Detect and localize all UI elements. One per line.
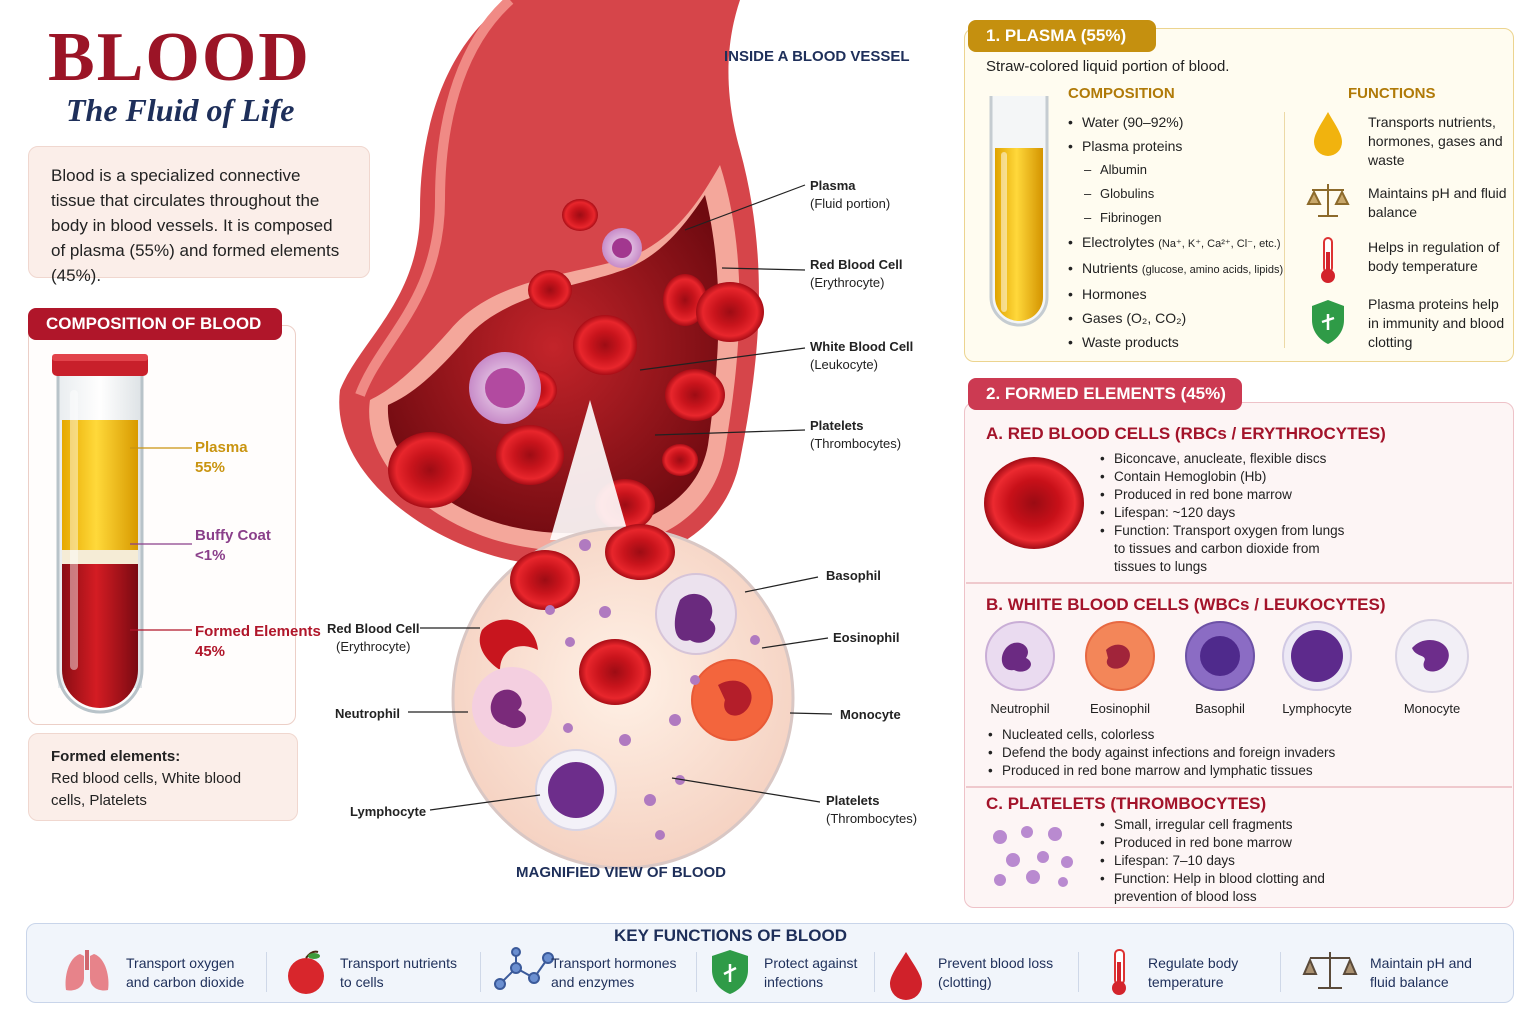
lungs-icon	[65, 950, 109, 991]
platelets-points: Small, irregular cell fragments Produced…	[1098, 816, 1358, 906]
key-sep-2	[480, 952, 481, 992]
comp-water: Water (90–92%)	[1066, 110, 1286, 134]
plasma-function-3: Helps in regulation of body temperature	[1368, 239, 1500, 274]
eosinophil-icon	[1085, 621, 1155, 691]
blood-drop-icon	[890, 952, 922, 1000]
comp-globulins: Globulins	[1066, 182, 1286, 206]
composition-title: COMPOSITION OF BLOOD	[28, 308, 282, 340]
shield-icon	[1312, 300, 1344, 344]
plasma-composition-list: Water (90–92%) Plasma proteins Albumin G…	[1066, 110, 1286, 354]
vessel-label-wbc: White Blood Cell(Leukocyte)	[810, 339, 914, 372]
key-function-2: Transport nutrients to cells	[340, 955, 457, 990]
comp-hormones: Hormones	[1066, 282, 1286, 306]
mag-label-lymphocyte: Lymphocyte	[350, 804, 427, 819]
wbc-points: Nucleated cells, colorless Defend the bo…	[986, 726, 1486, 780]
thermometer-icon	[1321, 237, 1335, 283]
vessel-white-cells	[469, 228, 642, 424]
tube-leader-lines	[130, 447, 192, 631]
key-function-4: Protect against infections	[764, 955, 858, 990]
comp-albumin: Albumin	[1066, 158, 1286, 182]
key-function-icons	[65, 947, 1358, 1000]
key-function-3: Transport hormones and enzymes	[551, 955, 677, 990]
mag-label-rbc: Red Blood Cell(Erythrocyte)	[327, 621, 420, 654]
plasma-composition-head: COMPOSITION	[1068, 85, 1175, 102]
wbc-label-eosinophil: Eosinophil	[1090, 701, 1150, 716]
magnified-title: MAGNIFIED VIEW OF BLOOD	[516, 864, 726, 881]
key-function-7: Maintain pH and fluid balance	[1370, 955, 1472, 990]
formed-divider-1	[966, 582, 1512, 584]
mag-label-monocyte: Monocyte	[840, 707, 901, 722]
plasma-functions-head: FUNCTIONS	[1348, 85, 1436, 102]
apple-icon	[288, 950, 324, 994]
rbc-icon	[984, 457, 1084, 549]
plasma-divider	[1284, 112, 1285, 348]
page-subtitle: The Fluid of Life	[66, 92, 295, 128]
magnified-cells	[472, 524, 773, 831]
key-functions-title: KEY FUNCTIONS OF BLOOD	[614, 926, 847, 945]
blood-vessel-illustration	[339, 0, 795, 870]
mag-label-neutrophil: Neutrophil	[335, 706, 400, 721]
comp-fibrinogen: Fibrinogen	[1066, 206, 1286, 230]
wbc-label-lymphocyte: Lymphocyte	[1282, 701, 1352, 716]
plasma-title: 1. PLASMA (55%)	[968, 20, 1156, 52]
formed-elements-title: 2. FORMED ELEMENTS (45%)	[968, 378, 1242, 410]
monocyte-icon	[1395, 619, 1469, 693]
key-sep-4	[874, 952, 875, 992]
test-tube-illustration	[52, 354, 148, 714]
neutrophil-icon	[985, 621, 1055, 691]
scales-icon	[1306, 184, 1350, 217]
plasma-description: Straw-colored liquid portion of blood.	[986, 58, 1230, 75]
vessel-red-cells	[388, 199, 764, 531]
shield-icon	[712, 950, 748, 994]
wbc-label-neutrophil: Neutrophil	[990, 701, 1050, 716]
comp-nutrients: Nutrients (glucose, amino acids, lipids)	[1066, 256, 1286, 282]
mag-label-basophil: Basophil	[826, 568, 881, 583]
platelets-icon	[993, 826, 1073, 887]
wbc-label-basophil: Basophil	[1195, 701, 1245, 716]
comp-gases: Gases (O₂, CO₂)	[1066, 306, 1286, 330]
key-function-1: Transport oxygen and carbon dioxide	[126, 955, 245, 990]
key-sep-6	[1280, 952, 1281, 992]
mag-label-platelets: Platelets(Thrombocytes)	[826, 793, 918, 826]
plasma-function-1: Transports nutrients, hormones, gases an…	[1368, 114, 1503, 168]
plasma-tube-icon	[989, 96, 1049, 327]
drop-icon	[1314, 112, 1342, 156]
comp-proteins: Plasma proteins	[1066, 134, 1286, 158]
buffy-coat-label: Buffy Coat<1%	[195, 527, 271, 564]
formed-divider-2	[966, 786, 1512, 788]
key-sep-3	[696, 952, 697, 992]
plasma-function-4: Plasma proteins help in immunity and blo…	[1368, 296, 1505, 350]
formed-elements-box: Formed elements: Red blood cells, White …	[28, 733, 298, 821]
wbc-types-icons	[985, 619, 1469, 693]
key-functions-panel	[26, 923, 1514, 1003]
key-function-5: Prevent blood loss (clotting)	[938, 955, 1054, 990]
rbc-heading: A. RED BLOOD CELLS (RBCs / ERYTHROCYTES)	[986, 424, 1386, 443]
lymphocyte-icon	[1282, 621, 1352, 691]
key-function-6: Regulate body temperature	[1148, 955, 1239, 990]
intro-box: Blood is a specialized connective tissue…	[28, 146, 370, 285]
vessel-label-platelets: Platelets(Thrombocytes)	[810, 418, 902, 451]
key-sep-5	[1078, 952, 1079, 992]
wbc-heading: B. WHITE BLOOD CELLS (WBCs / LEUKOCYTES)	[986, 595, 1386, 614]
wbc-label-monocyte: Monocyte	[1403, 701, 1461, 716]
molecule-icon	[494, 947, 554, 990]
rbc-points: Biconcave, anucleate, flexible discs Con…	[1098, 450, 1358, 576]
basophil-icon	[1185, 621, 1255, 691]
vessel-title: INSIDE A BLOOD VESSEL	[724, 48, 910, 65]
vessel-label-rbc: Red Blood Cell(Erythrocyte)	[810, 257, 903, 290]
page-title: BLOOD	[48, 19, 311, 96]
scales-icon	[1302, 952, 1358, 989]
vessel-label-plasma: Plasma(Fluid portion)	[810, 178, 891, 211]
key-sep-1	[266, 952, 267, 992]
thermometer-icon	[1112, 949, 1126, 995]
plasma-function-2: Maintains pH and fluid balance	[1368, 185, 1507, 220]
comp-waste: Waste products	[1066, 330, 1286, 354]
comp-electrolytes: Electrolytes (Na⁺, K⁺, Ca²⁺, Cl⁻, etc.)	[1066, 230, 1286, 256]
mag-label-eosinophil: Eosinophil	[833, 630, 900, 645]
plasma-function-icons	[1306, 112, 1350, 344]
platelets-heading: C. PLATELETS (THROMBOCYTES)	[986, 794, 1267, 813]
